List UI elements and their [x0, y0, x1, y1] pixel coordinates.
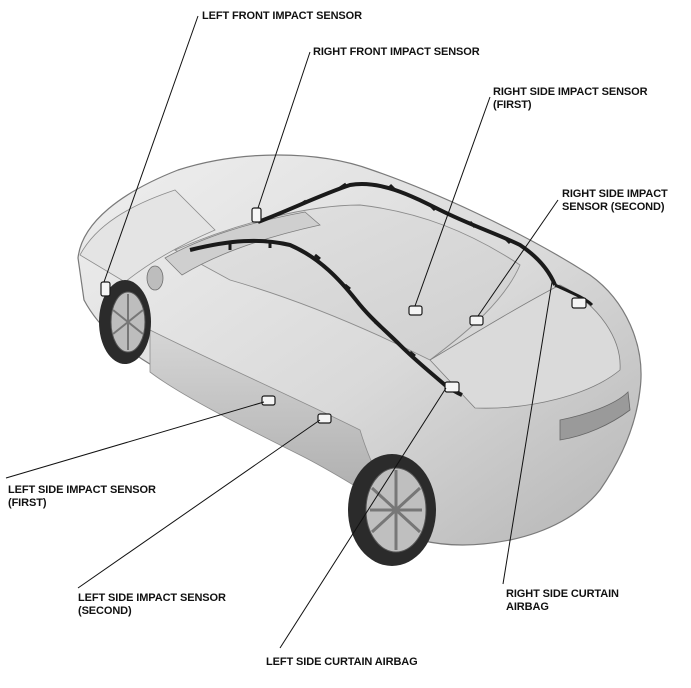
leader-left-front-impact-sensor [103, 15, 199, 283]
right-front-impact-sensor-marker [251, 207, 262, 223]
label-line: LEFT SIDE IMPACT SENSOR [78, 592, 226, 604]
car-tail-light [559, 391, 631, 441]
left-harness-clips [228, 242, 416, 358]
left-curtain-inflator-marker [444, 381, 460, 393]
label-right-side-impact-sensor-second: RIGHT SIDE IMPACT SENSOR (SECOND) [562, 188, 668, 214]
car-rear-glass [429, 284, 621, 409]
label-line: (FIRST) [493, 99, 532, 111]
label-line: (SECOND) [78, 605, 132, 617]
left-front-impact-sensor-marker [100, 281, 111, 297]
label-line: RIGHT SIDE CURTAIN [506, 588, 619, 600]
label-line: (FIRST) [8, 497, 47, 509]
label-left-front-impact-sensor: LEFT FRONT IMPACT SENSOR [202, 10, 362, 22]
car-roof [173, 204, 521, 361]
right-curtain-inflator-marker [571, 297, 587, 309]
leader-left-side-impact-sensor-first [5, 401, 265, 479]
right-curtain-airbag-harness [257, 182, 557, 286]
label-right-side-curtain-airbag: RIGHT SIDE CURTAIN AIRBAG [506, 588, 619, 614]
label-line: RIGHT SIDE IMPACT [562, 188, 668, 200]
leader-left-side-curtain-airbag [279, 387, 447, 649]
label-left-side-curtain-airbag: LEFT SIDE CURTAIN AIRBAG [266, 656, 418, 668]
label-line: LEFT SIDE IMPACT SENSOR [8, 484, 156, 496]
car-side-mirror [146, 265, 164, 291]
front-left-wheel [99, 280, 151, 364]
label-line: AIRBAG [506, 601, 549, 613]
label-left-side-impact-sensor-second: LEFT SIDE IMPACT SENSOR (SECOND) [78, 592, 226, 618]
car-hood [79, 189, 216, 283]
leader-right-side-impact-sensor-second [477, 199, 559, 317]
leader-left-side-impact-sensor-second [77, 419, 321, 589]
leader-right-side-curtain-airbag [502, 281, 553, 585]
rear-harness [554, 283, 594, 307]
rear-left-wheel [348, 454, 436, 566]
leader-right-side-impact-sensor-first [414, 96, 491, 307]
right-side-impact-sensor-first-marker [408, 305, 423, 316]
left-side-impact-sensor-second-marker [317, 413, 332, 424]
label-right-side-impact-sensor-first: RIGHT SIDE IMPACT SENSOR (FIRST) [493, 86, 648, 112]
right-side-impact-sensor-second-marker [469, 315, 484, 326]
left-side-impact-sensor-first-marker [261, 395, 276, 406]
label-left-side-impact-sensor-first: LEFT SIDE IMPACT SENSOR (FIRST) [8, 484, 156, 510]
label-line: RIGHT SIDE IMPACT SENSOR [493, 86, 648, 98]
right-harness-clips [299, 182, 512, 245]
label-line: SENSOR (SECOND) [562, 201, 665, 213]
car-windshield [164, 211, 321, 276]
label-right-front-impact-sensor: RIGHT FRONT IMPACT SENSOR [313, 46, 480, 58]
leader-right-front-impact-sensor [257, 51, 311, 209]
